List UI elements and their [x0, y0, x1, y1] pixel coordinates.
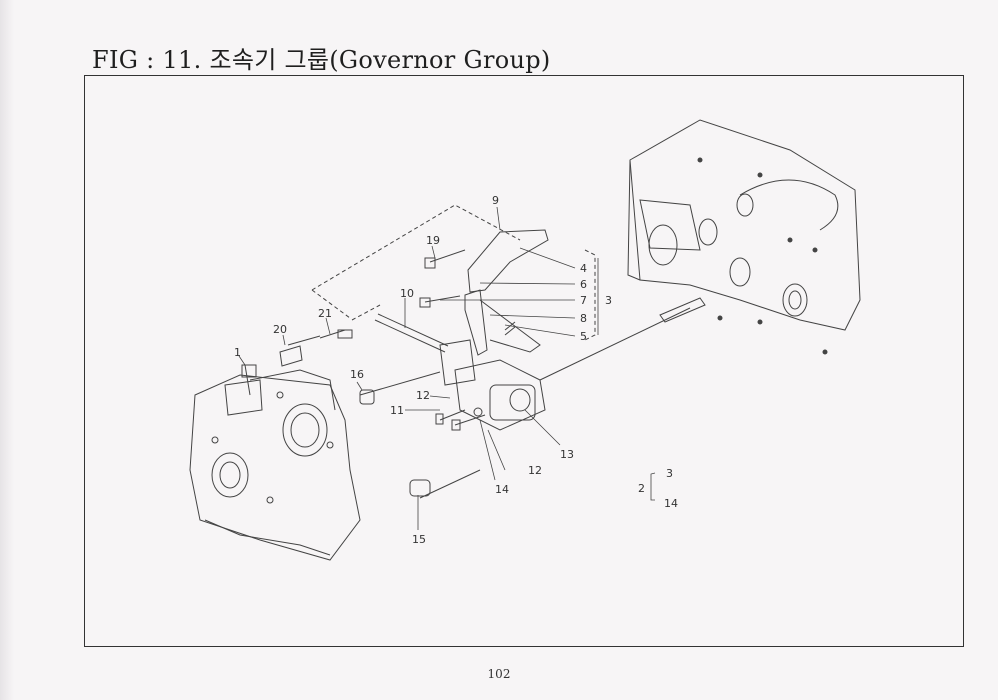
figure-title: FIG : 11. 조속기 그룹(Governor Group)	[92, 46, 551, 74]
callout-11: 11	[390, 404, 404, 417]
callout-12b: 12	[528, 464, 542, 477]
callout-15: 15	[412, 533, 426, 546]
callout-20: 20	[273, 323, 287, 336]
callout-4: 4	[580, 262, 587, 275]
callout-labels: 1 9 19 4 6 7 3 8 5 10 20 21 16 12 11 13 …	[234, 194, 678, 546]
callout-13: 13	[560, 448, 574, 461]
governor-lever-assembly	[374, 229, 549, 431]
callout-8: 8	[580, 312, 587, 325]
figure-frame	[84, 75, 964, 647]
callout-7: 7	[580, 294, 587, 307]
callout-3a: 3	[605, 294, 612, 307]
callout-19: 19	[426, 234, 440, 247]
callout-2: 2	[638, 482, 645, 495]
callout-6: 6	[580, 278, 587, 291]
callout-21: 21	[318, 307, 332, 320]
callout-1: 1	[234, 346, 241, 359]
callout-14b: 14	[664, 497, 678, 510]
callout-16: 16	[350, 368, 364, 381]
gear-case-front	[189, 364, 361, 561]
callout-3b: 3	[666, 467, 673, 480]
page-edge-shadow	[0, 0, 14, 700]
callout-10: 10	[400, 287, 414, 300]
callout-9: 9	[492, 194, 499, 207]
engine-block-rear	[627, 119, 861, 355]
page-number: 102	[487, 667, 511, 681]
exploded-parts-diagram: 1 9 19 4 6 7 3 8 5 10 20 21 16 12 11 13 …	[189, 119, 861, 561]
leader-lines	[238, 206, 656, 530]
small-parts	[279, 249, 691, 499]
phantom-outline	[311, 204, 596, 341]
callout-12a: 12	[416, 389, 430, 402]
callout-5: 5	[580, 330, 587, 343]
callout-14a: 14	[495, 483, 509, 496]
